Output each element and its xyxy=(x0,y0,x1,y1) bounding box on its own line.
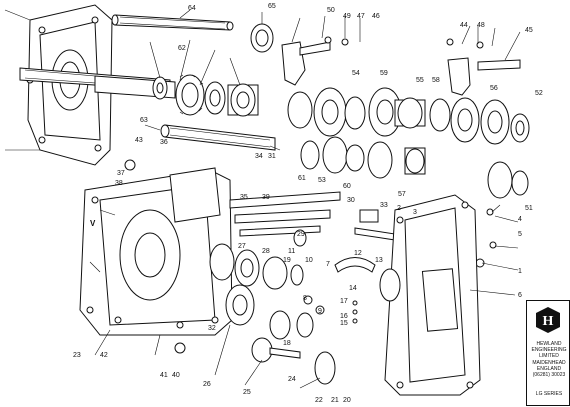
logo-letter: H xyxy=(543,314,554,329)
selector-forks-top xyxy=(281,36,521,96)
callout-56: 56 xyxy=(490,85,498,92)
callout-12: 12 xyxy=(354,250,362,257)
gear-stack-center xyxy=(152,23,274,117)
callout-36: 36 xyxy=(160,139,168,146)
badge-line2: ENGINEERING xyxy=(531,347,567,354)
badge-line4: MAIDENHEAD xyxy=(532,359,566,366)
callout-27: 27 xyxy=(238,243,246,250)
leader-lines xyxy=(89,9,521,389)
callout-9: 9 xyxy=(318,308,322,315)
callout-15: 15 xyxy=(340,320,348,327)
callout-40: 40 xyxy=(172,372,180,379)
callout-53: 53 xyxy=(318,177,326,184)
callout-5: 5 xyxy=(518,231,522,238)
callout-43: 43 xyxy=(135,137,143,144)
callout-6: 6 xyxy=(518,292,522,299)
callout-57: 57 xyxy=(398,191,406,198)
callout-44: 44 xyxy=(460,22,468,29)
callout-28: 28 xyxy=(262,248,270,255)
selector-rods xyxy=(229,191,396,247)
callout-8: 8 xyxy=(303,295,307,302)
callout-47: 47 xyxy=(357,13,365,20)
callout-64: 64 xyxy=(188,5,196,12)
callout-16: 16 xyxy=(340,313,348,320)
callout-13: 13 xyxy=(375,257,383,264)
badge-line1: HEWLAND xyxy=(536,341,562,347)
gear-stack-right xyxy=(287,87,530,145)
callout-21: 21 xyxy=(331,397,339,404)
callout-42: 42 xyxy=(100,352,108,359)
callout-7: 7 xyxy=(326,261,330,268)
callout-59: 59 xyxy=(380,70,388,77)
callout-38: 38 xyxy=(115,180,123,187)
callout-52: 52 xyxy=(535,90,543,97)
callout-51: 51 xyxy=(525,205,533,212)
main-case xyxy=(79,167,233,336)
callout-23: 23 xyxy=(73,352,81,359)
callout-31: 31 xyxy=(268,153,276,160)
badge-line3: LIMITED xyxy=(539,353,559,360)
shaft-63 xyxy=(160,124,276,151)
callout-24: 24 xyxy=(288,376,296,383)
callout-26: 26 xyxy=(203,381,211,388)
badge-series: LG SERIES xyxy=(535,391,563,397)
badge-address: HEWLAND ENGINEERING LIMITED MAIDENHEAD E… xyxy=(529,341,569,378)
callout-20: 20 xyxy=(343,397,351,404)
callout-34: 34 xyxy=(255,153,263,160)
lower-gears xyxy=(209,243,376,385)
callout-62: 62 xyxy=(178,45,186,52)
callout-19: 19 xyxy=(283,257,291,264)
callout-65: 65 xyxy=(268,3,276,10)
callout-55: 55 xyxy=(416,77,424,84)
badge-line5: ENGLAND xyxy=(536,365,562,372)
callout-4: 4 xyxy=(518,216,522,223)
callout-63: 63 xyxy=(140,117,148,124)
callout-50: 50 xyxy=(327,7,335,14)
callout-58: 58 xyxy=(432,77,440,84)
small-parts xyxy=(124,159,497,354)
callout-54: 54 xyxy=(352,70,360,77)
callout-14: 14 xyxy=(349,285,357,292)
hewland-logo-icon: H xyxy=(536,307,560,333)
callout-35: 35 xyxy=(240,194,248,201)
callout-37: 37 xyxy=(117,170,125,177)
callout-2: 2 xyxy=(397,205,401,212)
callout-29: 29 xyxy=(297,231,305,238)
callout-11: 11 xyxy=(288,248,295,255)
callout-1: 1 xyxy=(518,268,522,275)
callout-46: 46 xyxy=(372,13,380,20)
manufacturer-badge: H HEWLAND ENGINEERING LIMITED MAIDENHEAD… xyxy=(526,300,570,406)
callout-17: 17 xyxy=(340,298,348,305)
callout-39: 39 xyxy=(262,194,270,201)
badge-line6: (06281) 30023 xyxy=(532,372,566,379)
callout-25: 25 xyxy=(243,389,251,396)
callout-10: 10 xyxy=(305,257,313,264)
gear-stack-lower-right xyxy=(300,136,529,199)
mainshaft-64 xyxy=(111,14,234,31)
callout-60: 60 xyxy=(343,183,351,190)
callout-33: 33 xyxy=(380,202,388,209)
callout-30: 30 xyxy=(347,197,355,204)
callout-45: 45 xyxy=(525,27,533,34)
callout-22: 22 xyxy=(315,397,323,404)
callout-49: 49 xyxy=(343,13,351,20)
callout-48: 48 xyxy=(477,22,485,29)
callout-41: 41 xyxy=(160,372,168,379)
callout-18: 18 xyxy=(283,340,291,347)
callout-32: 32 xyxy=(208,325,216,332)
callout-3: 3 xyxy=(413,209,417,216)
callout-letter-v: V xyxy=(90,219,96,228)
side-cover xyxy=(379,194,481,396)
callout-61: 61 xyxy=(298,175,306,182)
